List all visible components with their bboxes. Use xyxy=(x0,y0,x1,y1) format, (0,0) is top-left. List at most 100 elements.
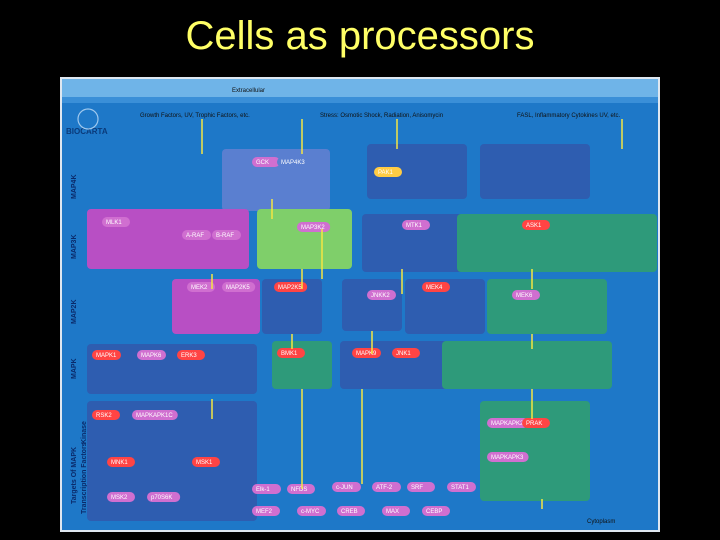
panel-map4k-mid xyxy=(367,144,467,199)
cytoplasm-label: Cytoplasm xyxy=(587,519,615,525)
extracellular-label: Extracellular xyxy=(232,88,265,94)
node-targets-27 xyxy=(487,452,529,462)
tier-label-tf: Transcription Factors xyxy=(81,442,88,514)
node-map4k-4 xyxy=(277,157,311,167)
panel-targets-right xyxy=(480,401,590,501)
node-label-map2k-4: MAP2K5 xyxy=(226,285,250,291)
node-label-tf-9: MAX xyxy=(386,509,399,515)
node-targets-19 xyxy=(147,492,181,502)
panel-map4k-right xyxy=(480,144,590,199)
tier-label-mapk: MAPK xyxy=(71,358,78,379)
node-label-mapk-18: MAPK9 xyxy=(356,351,377,357)
node-targets-12 xyxy=(107,457,135,467)
node-label-targets-14: MSK1 xyxy=(196,460,213,466)
node-label-tf-8: CREB xyxy=(341,509,358,515)
node-label-map3k-23: MTK1 xyxy=(406,223,423,229)
node-label-tf-10: CEBP xyxy=(426,509,442,515)
tier-label-map2k: MAP2K xyxy=(71,299,78,324)
node-label-targets-19: p70S6K xyxy=(151,495,172,501)
stimulus-stress: Stress: Osmotic Shock, Radiation, Anisom… xyxy=(320,113,443,119)
node-tf-10 xyxy=(422,506,450,516)
node-label-tf-3: ATF-2 xyxy=(376,485,393,491)
node-label-map3k-8: B-RAF xyxy=(216,233,234,239)
node-map2k-22 xyxy=(512,290,540,300)
panel-mapk-left xyxy=(87,344,257,394)
panel-map3k-right xyxy=(457,214,657,272)
node-label-tf-7: c-MYC xyxy=(301,509,320,515)
slide-title: Cells as processors xyxy=(185,14,535,58)
pathway-arrows xyxy=(201,119,623,509)
node-label-targets-24: PRAK xyxy=(526,421,542,427)
tier-label-map3k: MAP3K xyxy=(71,234,78,259)
node-label-mapk-16: BMK1 xyxy=(281,351,298,357)
node-map3k-3 xyxy=(102,217,130,227)
panel-map2k-left xyxy=(172,279,260,334)
node-label-targets-3: RSK2 xyxy=(96,413,112,419)
node-tf-9 xyxy=(382,506,410,516)
node-targets-7 xyxy=(132,410,178,420)
biocarta-logo-icon xyxy=(77,108,99,130)
node-label-map2k-14: MEK4 xyxy=(426,285,443,291)
stimulus-growth: Growth Factors, UV, Trophic Factors, etc… xyxy=(140,113,250,119)
stimulus-fasl: FASL, Inflammatory Cytokines UV, etc. xyxy=(517,113,620,119)
node-label-targets-7: MAPKAPK1C xyxy=(136,413,173,419)
node-targets-18 xyxy=(107,492,135,502)
node-map3k-31 xyxy=(522,220,550,230)
node-map3k-7 xyxy=(182,230,211,240)
node-label-map4k-3: GCK xyxy=(256,160,269,166)
node-mapk-20 xyxy=(392,348,420,358)
node-tf-6 xyxy=(252,506,280,516)
mapk-pathway-diagram: Extracellular BIOCARTA Growth Factors, U… xyxy=(60,77,660,532)
node-tf-0 xyxy=(252,484,281,494)
node-label-tf-1: NFDS xyxy=(291,487,307,493)
node-label-targets-23: MAPKAPK2 xyxy=(491,421,524,427)
node-tf-3 xyxy=(372,482,401,492)
panel-mapk-p38 xyxy=(442,341,612,389)
node-label-map2k-4: MAP2K5 xyxy=(278,285,302,291)
pathway-canvas: Extracellular BIOCARTA Growth Factors, U… xyxy=(62,79,658,525)
node-mapk-16 xyxy=(277,348,305,358)
node-map3k-8 xyxy=(212,230,241,240)
node-map2k-13 xyxy=(367,290,396,300)
panel-map2k-far xyxy=(487,279,607,334)
node-label-tf-5: STAT1 xyxy=(451,485,469,491)
node-map2k-4 xyxy=(222,282,256,292)
node-tf-7 xyxy=(297,506,326,516)
node-map3k-23 xyxy=(402,220,430,230)
node-tf-1 xyxy=(287,484,315,494)
node-label-tf-0: Elk-1 xyxy=(256,487,270,493)
panel-map2k-right xyxy=(405,279,485,334)
panel-targets-left xyxy=(87,401,257,521)
node-map4k-9 xyxy=(374,167,402,177)
node-map2k-3 xyxy=(187,282,215,292)
tier-label-kinase: Kinase xyxy=(81,421,88,444)
node-label-targets-12: MNK1 xyxy=(111,460,128,466)
node-mapk-6 xyxy=(177,350,205,360)
node-label-map2k-13: JNKK2 xyxy=(371,293,390,299)
node-label-map3k-31: ASK1 xyxy=(526,223,542,229)
node-label-targets-18: MSK2 xyxy=(111,495,128,501)
node-mapk-5 xyxy=(137,350,166,360)
node-label-mapk-2: MAPK1 xyxy=(96,353,117,359)
node-label-tf-6: MEF2 xyxy=(256,509,273,515)
node-mapk-2 xyxy=(92,350,121,360)
node-tf-8 xyxy=(337,506,365,516)
node-targets-3 xyxy=(92,410,120,420)
panel-map2k-center xyxy=(342,279,402,331)
node-label-map3k-13: MAP3K2 xyxy=(301,225,325,231)
node-label-map4k-9: PAK1 xyxy=(378,170,394,176)
node-tf-5 xyxy=(447,482,476,492)
node-targets-24 xyxy=(522,418,550,428)
biocarta-logo-text: BIOCARTA xyxy=(66,127,108,136)
node-label-map3k-3: MLK1 xyxy=(106,220,122,226)
node-targets-14 xyxy=(192,457,220,467)
node-label-targets-27: MAPKAPK3 xyxy=(491,455,524,461)
tier-label-targets: Targets Of MAPK xyxy=(71,447,78,504)
node-label-map2k-22: MEK6 xyxy=(516,293,533,299)
panel-map2k-mid xyxy=(262,279,322,334)
node-tf-2 xyxy=(332,482,361,492)
node-label-mapk-20: JNK1 xyxy=(396,351,411,357)
node-label-mapk-5: MAPK6 xyxy=(141,353,162,359)
node-label-mapk-6: ERK3 xyxy=(181,353,197,359)
